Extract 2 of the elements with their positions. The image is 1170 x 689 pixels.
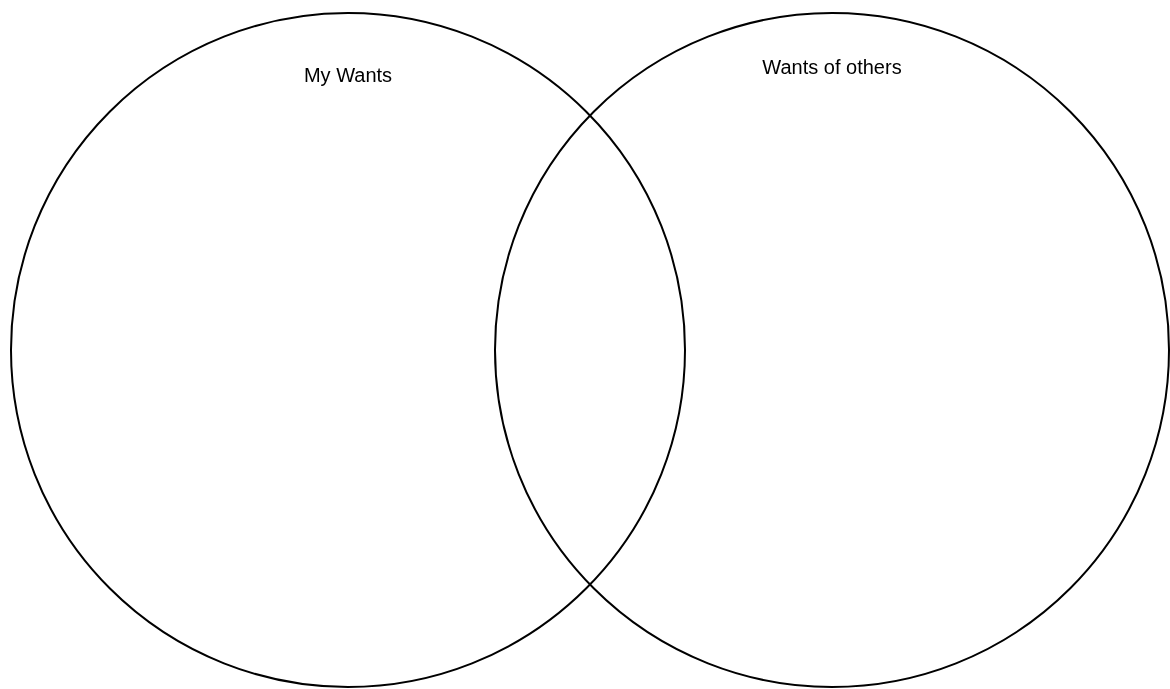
set-label: My Wants — [303, 64, 393, 86]
set-label: Wants of others — [762, 56, 902, 78]
